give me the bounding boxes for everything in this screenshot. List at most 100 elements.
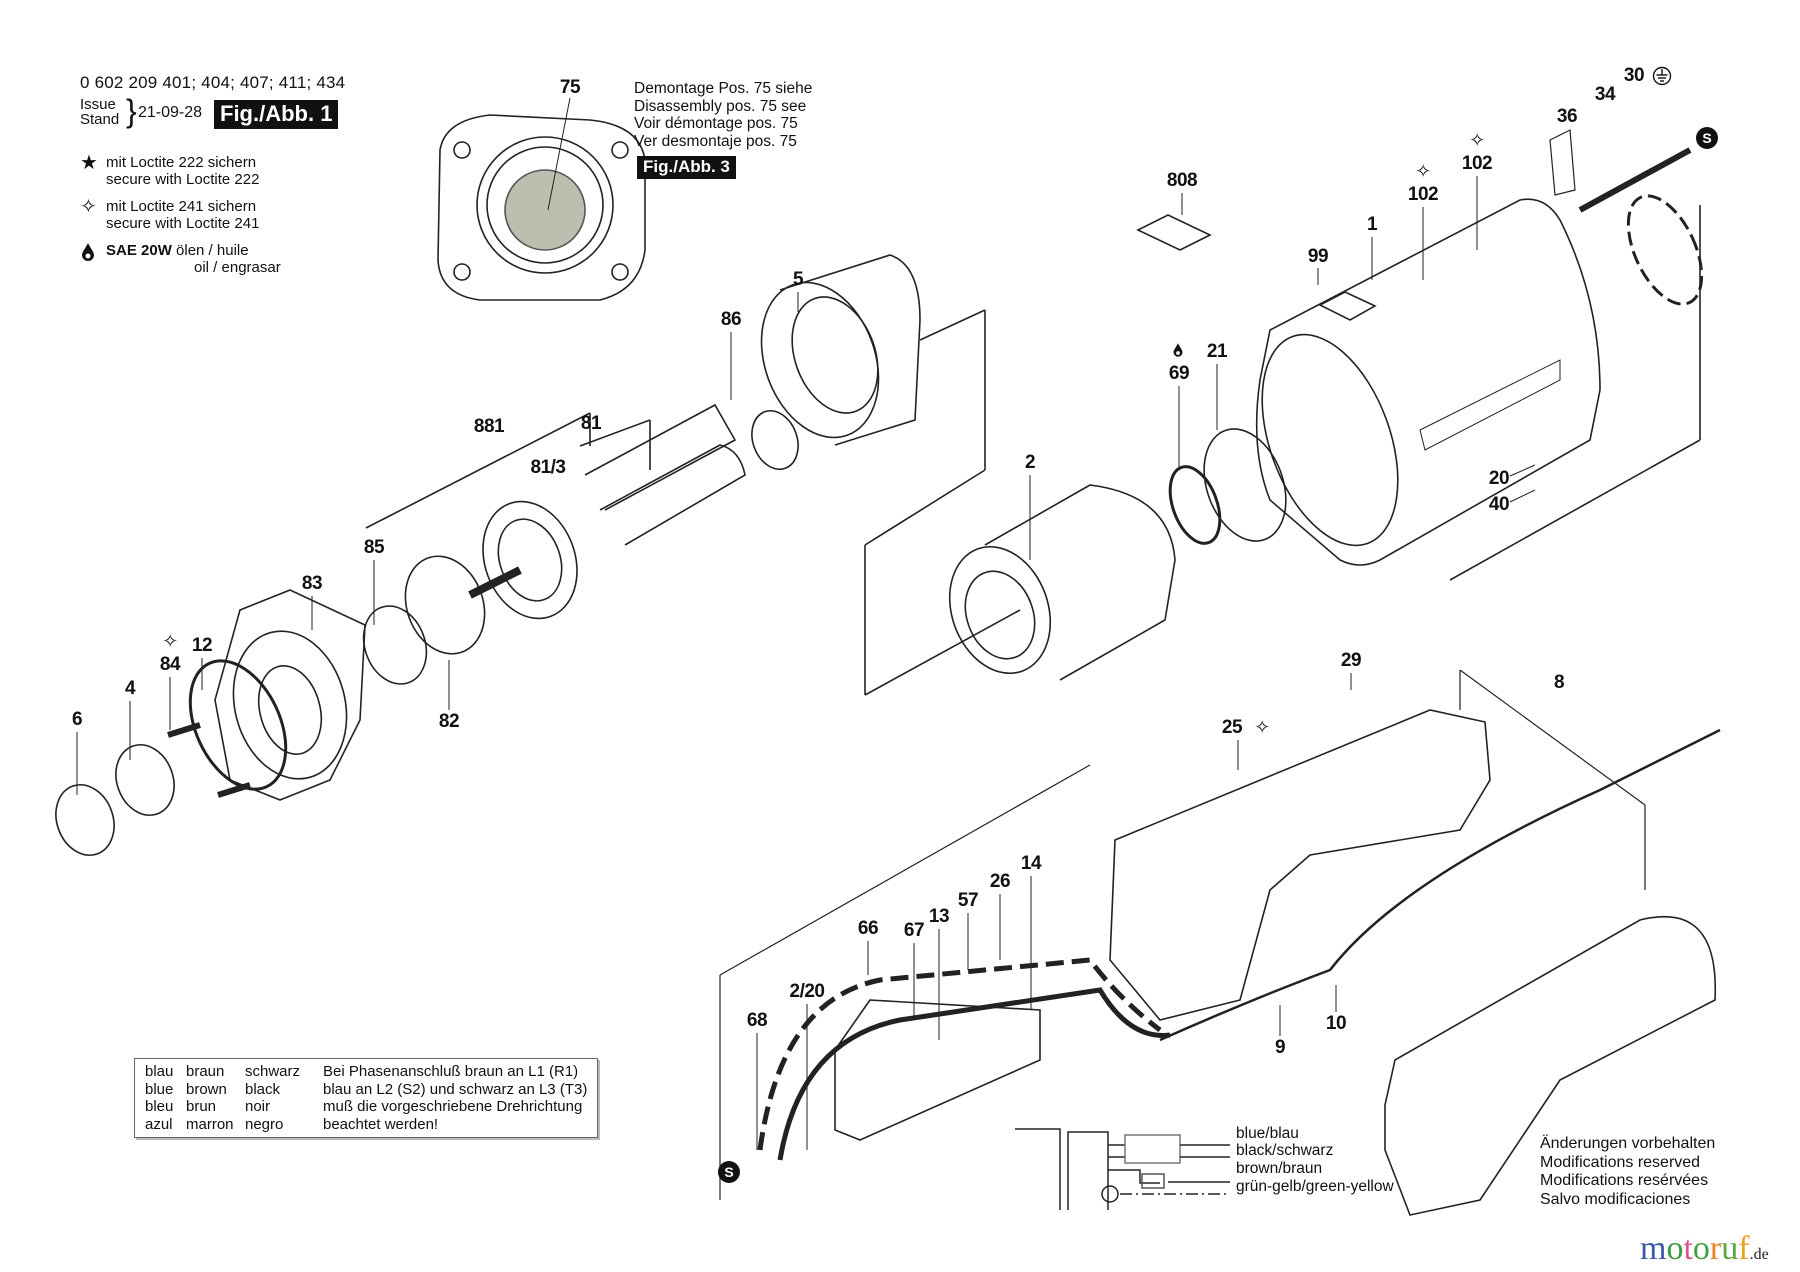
part-label-2-20[interactable]: 2/20 [789, 981, 825, 1002]
legend-line: ölen / huile [176, 242, 249, 259]
note-line: muß die vorgeschriebene Drehrichtung [323, 1098, 583, 1115]
note-line: Ver desmontaje pos. 75 [634, 132, 797, 150]
legend-oil: SAE 20W ölen / huile oil / engrasar [80, 242, 281, 276]
wire-column-brown: braun brown brun marron [186, 1063, 234, 1133]
part-81-armature-drawing [365, 403, 746, 620]
wire-color-cell: noir [245, 1098, 271, 1115]
part-label-75[interactable]: 75 [559, 77, 581, 98]
part-label-40[interactable]: 40 [1488, 494, 1510, 515]
part-85-bearing-drawing [362, 605, 428, 685]
part-label-99[interactable]: 99 [1307, 246, 1329, 267]
logo-letter: t [1683, 1230, 1693, 1267]
part-label-86[interactable]: 86 [720, 309, 742, 330]
legend-line: secure with Loctite 222 [106, 171, 260, 188]
part-label-14[interactable]: 14 [1020, 853, 1042, 874]
part-label-83[interactable]: 83 [301, 573, 323, 594]
part-label-34[interactable]: 34 [1594, 84, 1616, 105]
issue-date: 21-09-28 [138, 104, 203, 121]
ground-cable-loop-drawing [1549, 129, 1704, 306]
part-label-36[interactable]: 36 [1556, 106, 1578, 127]
note-line: Änderungen vorbehalten [1540, 1135, 1716, 1152]
part-label-57[interactable]: 57 [957, 890, 979, 911]
logo-letters: motoruf [1640, 1230, 1750, 1267]
wiring-label-ground: grün-gelb/green-yellow [1236, 1178, 1394, 1195]
wire-color-cell: brown [186, 1080, 227, 1098]
part-label-8[interactable]: 8 [1553, 672, 1565, 693]
note-line: Modifications reserved [1540, 1153, 1701, 1171]
part-label-81[interactable]: 81 [580, 413, 602, 434]
part-label-21[interactable]: 21 [1206, 341, 1228, 362]
part-numbers: 0 602 209 401; 404; 407; 411; 434 [80, 73, 346, 92]
legend-line: mit Loctite 241 sichern [106, 198, 257, 215]
part-86-bearing-drawing [751, 410, 799, 470]
wire-color-cell: bleu [145, 1098, 174, 1115]
part-label-9[interactable]: 9 [1274, 1037, 1286, 1058]
wire-color-cell: azul [145, 1115, 173, 1133]
part-label-102[interactable]: 102 [1407, 184, 1439, 205]
figure-label: Fig./Abb. 1 [214, 100, 339, 129]
s-badge: S [718, 1161, 740, 1183]
loctite-241-icon: ✧ [1254, 717, 1270, 739]
issue-label-en: Issue [80, 96, 116, 113]
wire-column-black: schwarz black noir negro [245, 1063, 300, 1133]
phase-connection-note: Bei Phasenanschluß braun an L1 (R1) blau… [323, 1063, 587, 1133]
part-label-26[interactable]: 26 [989, 871, 1011, 892]
issue-label-de: Stand [80, 111, 120, 128]
part-label-808[interactable]: 808 [1166, 170, 1198, 191]
loctite-241-icon: ✧ [162, 631, 178, 653]
logo-letter: u [1721, 1230, 1739, 1267]
part-label-84[interactable]: 84 [159, 654, 181, 675]
part-label-29[interactable]: 29 [1340, 650, 1362, 671]
legend-line: secure with Loctite 241 [106, 215, 260, 232]
part-82-retainer-drawing [404, 555, 486, 655]
switch-assembly-drawing [719, 764, 1171, 1200]
part-label-82[interactable]: 82 [438, 711, 460, 732]
part-label-5[interactable]: 5 [792, 269, 804, 290]
part-10-cable-drawing [1159, 728, 1721, 1042]
part-8-handle-drawing [1109, 669, 1717, 1216]
part-12-o-ring-drawing [188, 659, 288, 791]
part-label-81-3[interactable]: 81/3 [530, 457, 566, 478]
motoruf-logo: motoruf.de [1640, 1232, 1769, 1272]
part-label-85[interactable]: 85 [363, 537, 385, 558]
wiring-label-blue: blue/blau [1236, 1125, 1299, 1142]
loctite-241-icon: ✧ [1415, 161, 1431, 183]
oil-drop-icon [80, 242, 106, 265]
part-label-66[interactable]: 66 [857, 918, 879, 939]
part-label-1[interactable]: 1 [1366, 214, 1378, 235]
part-label-102[interactable]: 102 [1461, 153, 1493, 174]
part-2-field-drawing [948, 484, 1176, 681]
part-83-flange-drawing [214, 589, 366, 801]
part-label-68[interactable]: 68 [746, 1010, 768, 1031]
wiring-label-brown: brown/braun [1236, 1160, 1323, 1177]
part-label-30[interactable]: 30 [1623, 65, 1645, 86]
part-label-25[interactable]: 25 [1221, 717, 1243, 738]
note-line: Demontage Pos. 75 siehe [634, 80, 813, 97]
logo-letter: r [1709, 1230, 1722, 1267]
filled-star-icon: ★ [80, 152, 98, 174]
modifications-note: Änderungen vorbehalten Modifications res… [1540, 1135, 1715, 1209]
wire-color-cell: blau [145, 1063, 174, 1080]
part-21-seal-drawing [1203, 428, 1287, 542]
outline-star-icon: ✧ [80, 196, 97, 218]
s-badge: S [1696, 127, 1718, 149]
part-label-10[interactable]: 10 [1325, 1013, 1347, 1034]
oil-drop-icon [1172, 342, 1184, 363]
part-label-12[interactable]: 12 [191, 635, 213, 656]
part-label-4[interactable]: 4 [124, 678, 136, 699]
part-label-20[interactable]: 20 [1488, 468, 1510, 489]
part-75-flange-drawing [437, 97, 646, 301]
part-label-67[interactable]: 67 [903, 920, 925, 941]
part-label-6[interactable]: 6 [71, 709, 83, 730]
logo-letter: m [1640, 1230, 1667, 1267]
wire-color-cell: marron [186, 1115, 234, 1133]
part-label-13[interactable]: 13 [928, 906, 950, 927]
note-line: Voir démontage pos. 75 [634, 115, 798, 132]
part-label-69[interactable]: 69 [1168, 363, 1190, 384]
note-line: beachtet werden! [323, 1115, 439, 1133]
part-label-2[interactable]: 2 [1024, 452, 1036, 473]
part-label-881[interactable]: 881 [473, 416, 505, 437]
wire-color-cell: blue [145, 1080, 174, 1098]
figure-3-reference: Fig./Abb. 3 [637, 156, 736, 179]
